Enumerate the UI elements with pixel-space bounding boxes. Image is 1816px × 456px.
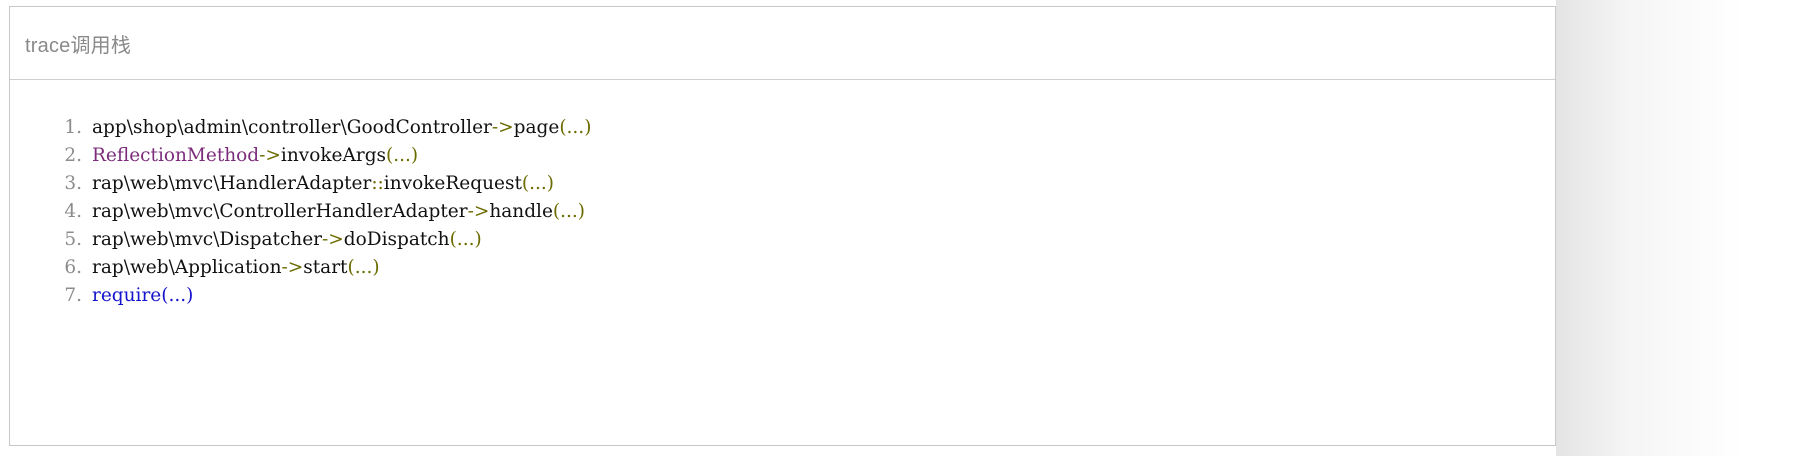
trace-token-class: ReflectionMethod <box>92 145 260 166</box>
trace-token-plain: start <box>303 257 348 278</box>
trace-panel: trace调用栈 app\shop\admin\controller\GoodC… <box>9 6 1556 446</box>
trace-frame: app\shop\admin\controller\GoodController… <box>50 114 1555 142</box>
trace-frame: ReflectionMethod->invokeArgs(...) <box>50 142 1555 170</box>
trace-panel-header: trace调用栈 <box>10 7 1555 80</box>
trace-token-op: :: <box>371 173 384 194</box>
trace-token-op: (...) <box>449 229 482 250</box>
trace-panel-body: app\shop\admin\controller\GoodController… <box>10 80 1555 310</box>
trace-token-plain: rap\web\mvc\ControllerHandlerAdapter <box>92 201 468 222</box>
trace-token-kw: (...) <box>161 285 194 306</box>
trace-frame: rap\web\mvc\HandlerAdapter::invokeReques… <box>50 170 1555 198</box>
trace-token-op: (...) <box>559 117 592 138</box>
trace-token-plain: doDispatch <box>343 229 450 250</box>
trace-token-op: -> <box>281 257 304 278</box>
trace-token-plain: rap\web\mvc\HandlerAdapter <box>92 173 372 194</box>
trace-token-kw: require <box>92 285 162 306</box>
trace-frame: require(...) <box>50 282 1555 310</box>
panel-edge-shadow <box>1556 0 1816 456</box>
trace-frame: rap\web\mvc\Dispatcher->doDispatch(...) <box>50 226 1555 254</box>
trace-token-plain: rap\web\mvc\Dispatcher <box>92 229 323 250</box>
trace-token-op: -> <box>259 145 281 166</box>
trace-token-plain: invokeRequest <box>383 173 522 194</box>
trace-token-op: -> <box>467 201 490 222</box>
trace-token-op: -> <box>491 117 514 138</box>
trace-token-plain: rap\web\Application <box>92 257 282 278</box>
trace-token-op: (...) <box>386 145 419 166</box>
trace-token-plain: page <box>513 117 560 138</box>
trace-frame: rap\web\Application->start(...) <box>50 254 1555 282</box>
trace-stack-list: app\shop\admin\controller\GoodController… <box>10 114 1555 310</box>
page-title: trace调用栈 <box>25 34 132 57</box>
trace-frame: rap\web\mvc\ControllerHandlerAdapter->ha… <box>50 198 1555 226</box>
trace-token-plain: invokeArgs <box>280 145 387 166</box>
trace-token-plain: app\shop\admin\controller\GoodController <box>92 117 492 138</box>
trace-token-plain: handle <box>489 201 553 222</box>
trace-token-op: (...) <box>552 201 585 222</box>
trace-token-op: (...) <box>347 257 380 278</box>
trace-token-op: -> <box>322 229 344 250</box>
trace-token-op: (...) <box>521 173 554 194</box>
